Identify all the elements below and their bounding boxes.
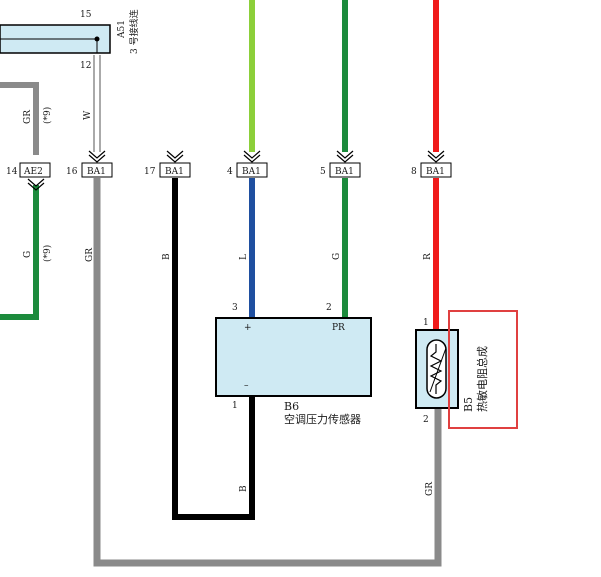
sensor-plus: +: [244, 323, 252, 333]
sensor-box: [215, 317, 372, 397]
thermistor-id: B5: [462, 397, 475, 412]
wire-code-b-main: B: [162, 253, 172, 260]
note-left-bottom: (*9): [42, 245, 53, 262]
chevron-down-icon: [336, 150, 354, 163]
chevron-down-icon: [427, 150, 445, 163]
wire-black-b: [172, 178, 255, 520]
wires: [0, 0, 442, 567]
thermistor-b5: 1 2 B5 热敏电阻总成: [415, 318, 489, 425]
sensor-pin-2: 2: [326, 303, 332, 313]
a51-pin-15: 15: [80, 10, 92, 20]
joint-node: [94, 36, 100, 42]
note-left-top: (*9): [42, 107, 53, 124]
wire-green-left: [0, 185, 39, 320]
pressure-sensor-b6: 3 2 1 + PR – B6 空调压力传感器: [215, 303, 372, 426]
connector-ba1-5-box: [329, 162, 361, 178]
chevron-down-icon: [166, 150, 184, 163]
joint-connector-a51: 15 12 A51 3 号接线连 W: [0, 9, 140, 120]
chevron-down-icon: [243, 150, 261, 163]
thermistor-pin-2: 2: [423, 415, 429, 425]
a51-id: A51: [117, 20, 127, 39]
sensor-name: 空调压力传感器: [284, 412, 361, 426]
wire-code-left-g: G: [23, 251, 33, 258]
connector-ba1-4-box: [236, 162, 268, 178]
wire-code-g-main: G: [332, 253, 342, 260]
wire-code-left-gr: GR: [23, 110, 33, 124]
wire-gray-left: [0, 82, 39, 155]
wire-code-gr-main: GR: [85, 248, 95, 262]
wire-code-labels: GR B L G R B GR: [85, 248, 435, 496]
wire-code-r-main: R: [423, 253, 433, 260]
a51-pin-12: 12: [80, 61, 91, 71]
connector-ba1-5-name: BA1: [335, 167, 354, 177]
a51-name: 3 号接线连: [128, 9, 140, 54]
connector-ba1-17-pin: 17: [144, 167, 156, 177]
connector-ba1-17-box: [159, 162, 191, 178]
connector-ba1-16-name: BA1: [87, 167, 106, 177]
connector-ba1-8-name: BA1: [426, 167, 445, 177]
connector-ba1-16-pin: 16: [66, 167, 78, 177]
connector-ba1-8-box: [420, 162, 452, 178]
sensor-minus: –: [244, 381, 249, 391]
sensor-pr: PR: [332, 323, 345, 333]
connector-ba1-8-pin: 8: [411, 167, 417, 177]
wire-code-l-main: L: [239, 254, 249, 260]
connector-ae2-pin: 14: [6, 167, 18, 177]
sensor-pin-3: 3: [232, 303, 238, 313]
chevron-down-icon: [88, 150, 106, 163]
wire-code-b-lower: B: [239, 485, 249, 492]
chevron-down-icon: [27, 178, 45, 191]
thermistor-name: 热敏电阻总成: [475, 346, 489, 412]
highlight-box: [448, 310, 518, 429]
connector-ba1-16-box: [81, 162, 113, 178]
connector-ae2-box: [19, 162, 51, 178]
thermistor-diagonal: [429, 347, 447, 393]
resistor-zigzag-icon: [429, 344, 443, 394]
connector-row: AE2 14 BA1 16 BA1 17 BA1 4 BA1 5 BA1 8: [6, 150, 452, 191]
wire-code-w: W: [83, 110, 93, 120]
left-branch-labels: GR (*9) G (*9): [23, 107, 53, 262]
sensor-id: B6: [284, 400, 299, 413]
connector-ba1-17-name: BA1: [165, 167, 184, 177]
connector-ba1-4-name: BA1: [242, 167, 261, 177]
connector-ba1-5-pin: 5: [320, 167, 326, 177]
connector-ba1-4-pin: 4: [227, 167, 233, 177]
connector-ae2-name: AE2: [23, 167, 43, 177]
thermistor-pin-1: 1: [423, 318, 429, 328]
wire-code-gr-lower: GR: [425, 482, 435, 496]
sensor-pin-1: 1: [232, 401, 238, 411]
wire-gray-loop: [93, 178, 442, 567]
